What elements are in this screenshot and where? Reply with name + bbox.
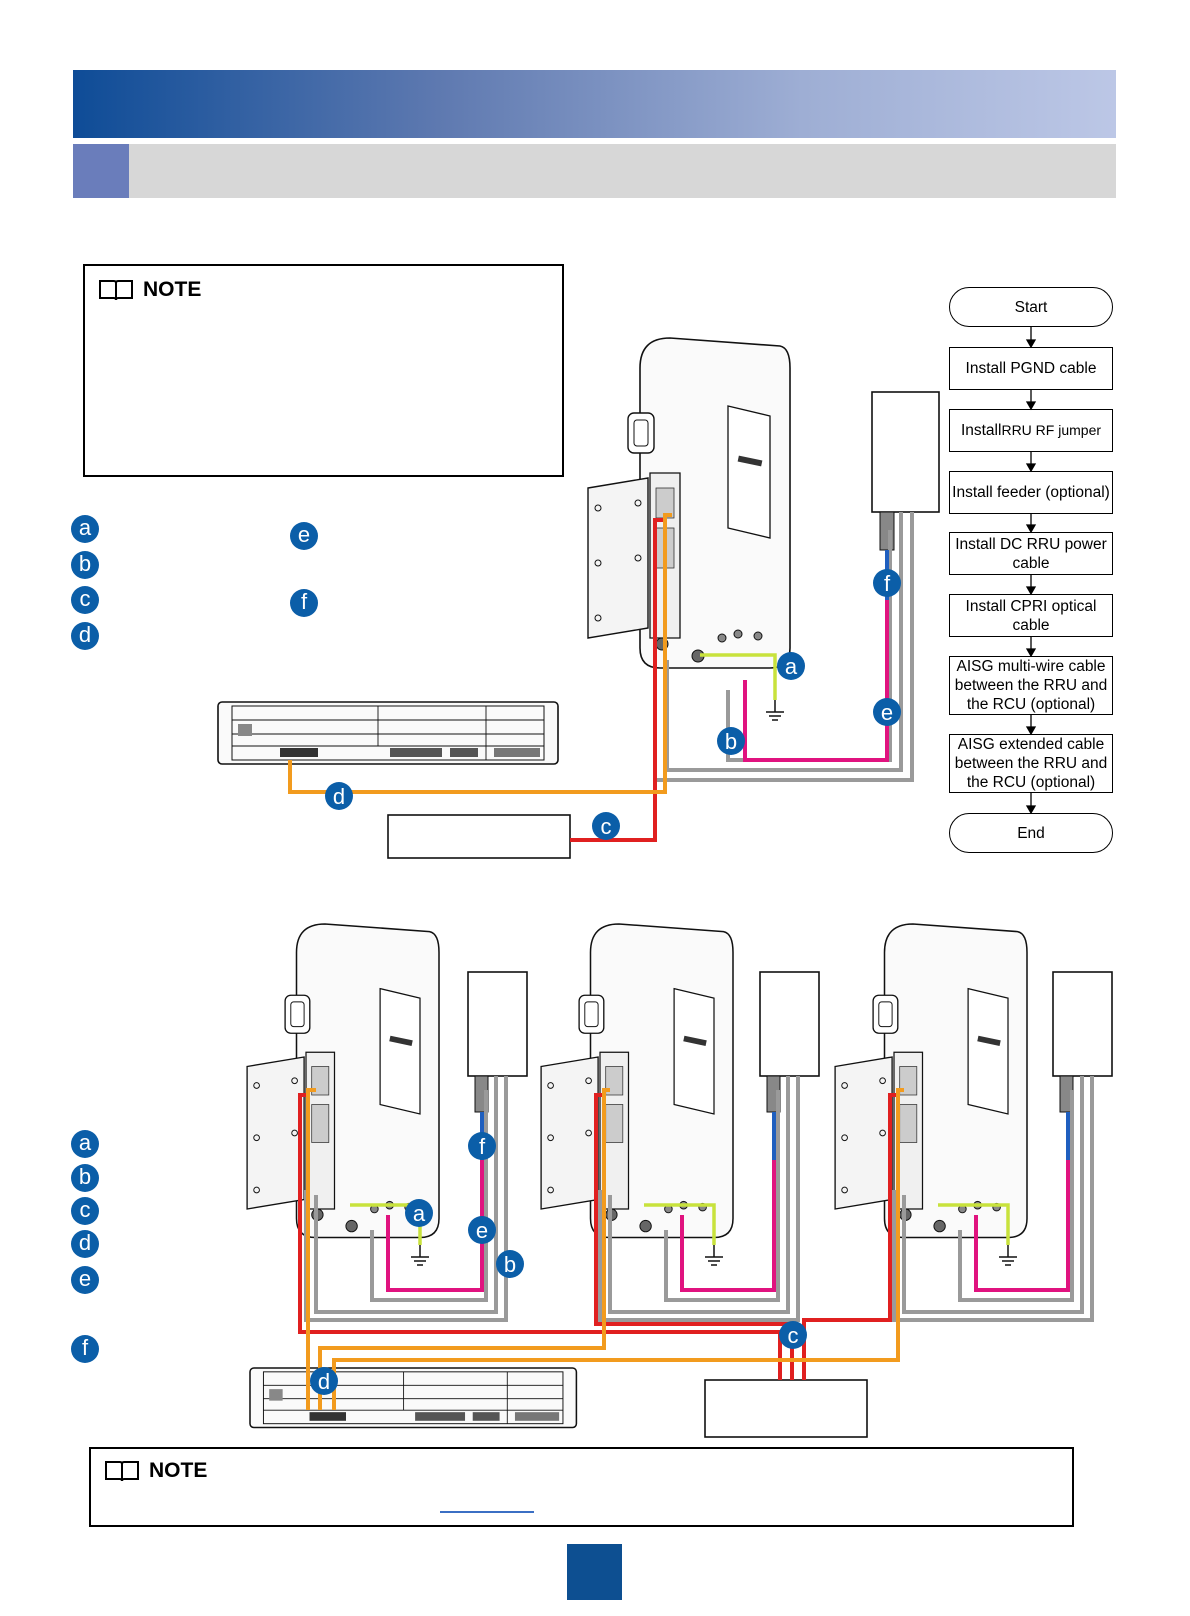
label-b-bottom: b <box>504 1252 516 1277</box>
note-link[interactable] <box>440 1511 534 1513</box>
legend-c: c <box>71 586 99 614</box>
flow-step-feeder: Install feeder (optional) <box>949 471 1113 514</box>
flow-step-rf-jumper-a: Install <box>960 422 1002 439</box>
flow-step-aisg-extended: AISG extended cable between the RRU and … <box>949 734 1113 793</box>
legend-bottom-e: e <box>71 1266 99 1294</box>
flow-step-rf-jumper-b: RRU RF jumper <box>1001 422 1102 438</box>
page-number-block <box>567 1544 622 1600</box>
label-e-bottom: e <box>476 1218 488 1243</box>
label-e-top: e <box>881 700 893 725</box>
legend-d: d <box>71 622 99 650</box>
legend-bottom-c: c <box>71 1197 99 1225</box>
legend-a: a <box>71 515 99 543</box>
ground-icon <box>765 699 785 721</box>
label-d-top: d <box>333 784 345 809</box>
section-bar <box>73 144 1116 198</box>
flow-step-pgnd: Install PGND cable <box>949 347 1113 390</box>
top-diagram: a b c d e f <box>217 337 940 859</box>
label-c-top: c <box>601 814 612 839</box>
power-box-top <box>387 814 571 859</box>
flow-step-power: Install DC RRU power cable <box>949 532 1113 575</box>
bottom-diagram: a b c d e f <box>246 923 1113 1438</box>
legend-e: e <box>290 522 318 550</box>
antenna-top <box>871 391 940 513</box>
flow-step-aisg-multi: AISG multi-wire cable between the RRU an… <box>949 656 1113 715</box>
flow-start: Start <box>949 287 1113 327</box>
flow-step-rf-jumper: Install RRU RF jumper <box>949 409 1113 452</box>
flow-end: End <box>949 813 1113 853</box>
label-b-top: b <box>725 729 737 754</box>
legend-bottom-b: b <box>71 1164 99 1192</box>
note-box-bottom: NOTE <box>89 1447 1074 1527</box>
note-heading-bottom: NOTE <box>149 1459 208 1482</box>
legend-bottom-f: f <box>71 1335 99 1363</box>
label-f-bottom: f <box>479 1134 486 1159</box>
flow-step-cpri: Install CPRI optical cable <box>949 594 1113 637</box>
label-c-bottom: c <box>788 1323 799 1348</box>
legend-bottom-a: a <box>71 1130 99 1158</box>
legend-bottom-d: d <box>71 1230 99 1258</box>
header-bar <box>73 70 1116 138</box>
legend-b: b <box>71 551 99 579</box>
flow-arrows <box>1025 327 1037 815</box>
rru-top <box>587 337 791 669</box>
bbu-top <box>217 701 559 765</box>
section-accent <box>73 144 129 198</box>
label-f-top: f <box>884 571 891 596</box>
label-d-bottom: d <box>318 1369 330 1394</box>
legend-f: f <box>290 589 318 617</box>
book-icon <box>105 1461 139 1482</box>
note-box-top: NOTE <box>83 264 564 477</box>
book-icon <box>99 280 133 301</box>
label-a-bottom: a <box>413 1201 426 1226</box>
label-a-top: a <box>785 654 798 679</box>
note-heading: NOTE <box>143 278 202 301</box>
